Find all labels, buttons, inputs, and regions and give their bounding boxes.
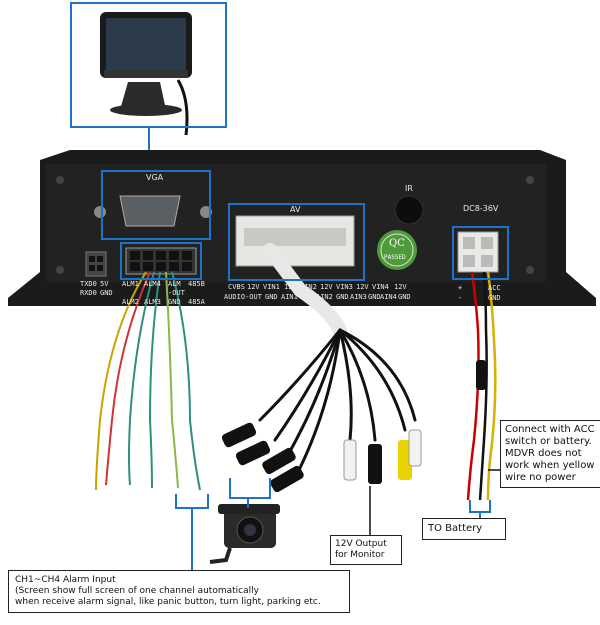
power-label: DC8-36V (463, 204, 499, 213)
ir-label: IR (405, 184, 413, 193)
power-pin-acc: ACC (488, 284, 501, 292)
alarm-callout: CH1~CH4 Alarm Input (Screen show full sc… (8, 570, 350, 613)
av-port-label-row2-2: GND (265, 293, 278, 301)
acc-callout-text: Connect with ACC switch or battery. MDVR… (505, 424, 595, 483)
alarm-label-alm3: ALM3 (144, 298, 161, 306)
power-highlight-box (452, 226, 509, 280)
av-port-label-row2-9: AIN4 (380, 293, 397, 301)
battery-callout-text: TO Battery (428, 523, 483, 534)
av-connector (235, 215, 355, 267)
av-port-label-row2-8: GND (368, 293, 381, 301)
acc-callout: Connect with ACC switch or battery. MDVR… (500, 420, 600, 488)
power-wires (466, 271, 497, 501)
av-port-label-7: VIN3 (336, 283, 353, 291)
qc-badge-top: QC (389, 238, 405, 249)
alarm-label-alm2: ALM2 (122, 298, 139, 306)
power-pin-gnd: GND (488, 294, 501, 302)
alarm-connector (125, 247, 197, 275)
battery-callout: TO Battery (422, 518, 506, 540)
qc-badge-bottom: PASSED (384, 254, 406, 261)
av-cable-harness (258, 243, 417, 480)
vga-label: VGA (146, 173, 164, 182)
av-port-label-row2-1: AUDIO-OUT (224, 293, 262, 301)
monitor-highlight-box (70, 2, 227, 128)
alarm-label-gnd: GND (168, 298, 181, 306)
alarm-label-alm4: ALM4 (144, 280, 161, 288)
av-port-label-2: 12V (247, 283, 260, 291)
av-plugs (221, 422, 422, 493)
monitor-callout-text: 12V Output for Monitor (335, 539, 387, 560)
av-port-label-8: 12V (356, 283, 369, 291)
monitor-callout: 12V Output for Monitor (330, 535, 402, 565)
left-port-label-gnd: GND (100, 289, 113, 297)
vga-highlight-box (101, 170, 211, 240)
monitor-image (100, 12, 192, 136)
left-port-label-5v: 5V (100, 280, 109, 288)
alarm-label-alm: ALM (168, 280, 181, 288)
av-label: AV (290, 205, 301, 214)
qc-badge (377, 230, 417, 270)
ir-sensor (394, 195, 424, 225)
alarm-label-out: -OUT (168, 289, 185, 297)
av-port-label-9: VIN4 (372, 283, 389, 291)
av-highlight-box (228, 203, 365, 281)
av-port-label-row2-5: AIN2 (316, 293, 333, 301)
alarm-label-485b: 485B (188, 280, 205, 288)
vga-port (94, 195, 212, 227)
alarm-callout-body-1: (Screen show full screen of one channel … (15, 586, 259, 596)
alarm-callout-body-2: when receive alarm signal, like panic bu… (15, 597, 321, 607)
camera-image (209, 504, 280, 564)
av-port-label-3: VIN1 (263, 283, 280, 291)
power-pin-plus: + (458, 284, 463, 292)
leader-lines (175, 478, 491, 570)
power-connector (457, 231, 499, 273)
alarm-callout-title: CH1~CH4 Alarm Input (15, 575, 116, 585)
alarm-highlight-box (120, 242, 202, 280)
serial-port (85, 251, 107, 277)
left-port-label-rxd0: RXD0 (80, 289, 97, 297)
av-port-label-row2-10: GND (398, 293, 411, 301)
av-port-label-row2-6: GND (336, 293, 349, 301)
av-port-label-row2-7: AIN3 (350, 293, 367, 301)
alarm-label-alm1: ALM1 (122, 280, 139, 288)
alarm-label-485a: 485A (188, 298, 205, 306)
av-port-label-6: 12V (320, 283, 333, 291)
av-port-label-5: VIN2 (300, 283, 317, 291)
av-port-label-4: 12V (284, 283, 297, 291)
av-port-label-row2-3: AIN1 (281, 293, 298, 301)
av-port-label-1: CVBS (228, 283, 245, 291)
left-port-label-txd0: TXD0 (80, 280, 97, 288)
alarm-wires (95, 271, 201, 491)
av-port-label-row2-4: GND (300, 293, 313, 301)
av-port-label-10: 12V (394, 283, 407, 291)
power-pin-minus: - (458, 294, 463, 302)
